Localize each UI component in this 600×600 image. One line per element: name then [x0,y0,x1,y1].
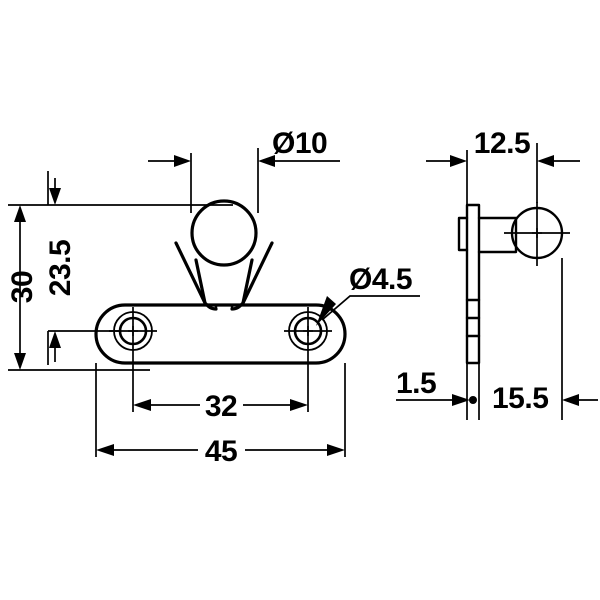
part-body-outline [94,303,347,365]
dimension-plate-thickness: 1.5 [396,363,480,420]
side-stud-shaft [477,216,518,254]
boss-left-arm [194,258,207,305]
side-view-part [457,202,570,365]
dim-label-hole-diameter: Ø4.5 [349,263,412,296]
dimension-hole-spacing: 32 [132,355,309,423]
dimension-boss-diameter: Ø10 [148,127,340,213]
dim-label-hole-spacing: 32 [205,390,237,423]
boss-bore-circle [190,199,258,267]
dimension-hole-diameter: Ø4.5 [316,263,420,326]
dim-label-stud-projection: 15.5 [492,382,548,415]
dim-label-boss-height: 23.5 [44,240,77,296]
dim-label-overall-height: 30 [6,271,39,303]
side-ball-center-mark [532,228,542,238]
dimension-boss-height: 23.5 [44,171,120,365]
dim-label-boss-diameter: Ø10 [272,127,327,160]
dimension-overall-width: 45 [95,363,346,468]
front-view-part [94,199,347,365]
dimension-side-depth: 12.5 [426,127,580,205]
dimension-overall-height: 30 [6,204,233,371]
boss-riser-outline [174,241,274,311]
boss-right-arm [241,258,254,305]
dim-label-overall-width: 45 [205,435,237,468]
dimension-stud-projection: 15.5 [492,258,598,420]
dim-label-plate-thickness: 1.5 [396,367,436,400]
side-backing-plate [465,203,481,365]
fixing-hole-right [284,307,332,355]
dim-label-side-depth: 12.5 [474,127,530,160]
side-plate-tab [457,216,469,252]
